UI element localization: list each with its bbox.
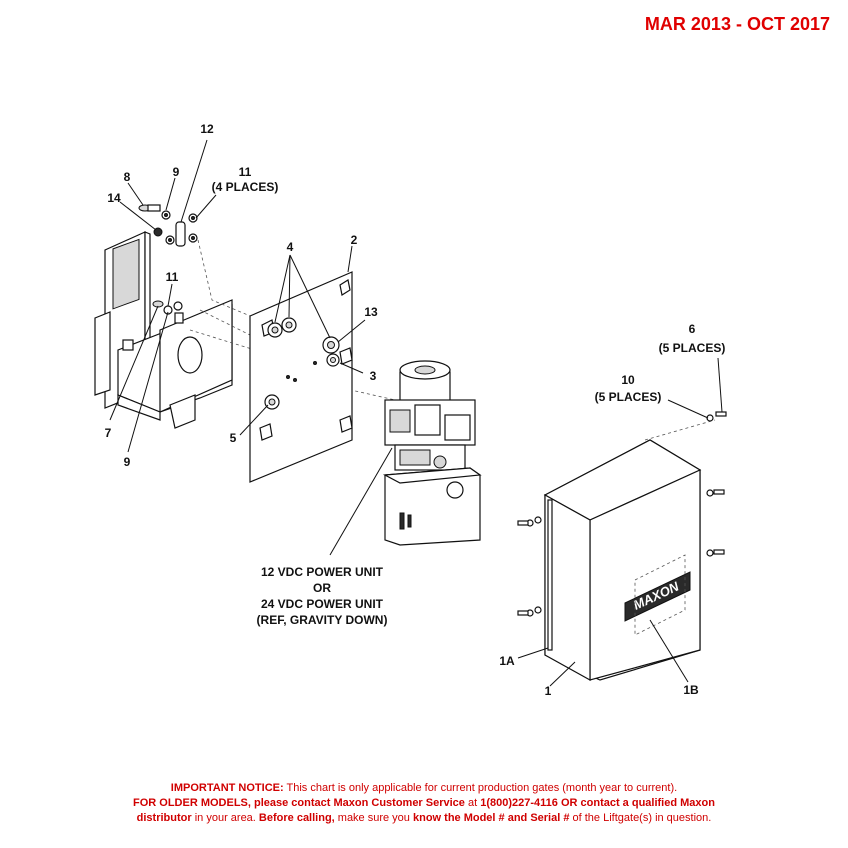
power-unit-label-line3: 24 VDC POWER UNIT: [261, 597, 384, 611]
callout-8: 8: [124, 170, 131, 184]
cover-assembly: MAXON: [517, 411, 727, 682]
callout-labels: 12 8 9 11 (4 PLACES) 14 4 2 11 13 3 7 9 …: [105, 122, 726, 698]
callout-10: 10: [621, 373, 635, 387]
callout-3: 3: [370, 369, 377, 383]
date-range-header: MAR 2013 - OCT 2017: [644, 14, 830, 34]
callout-13: 13: [364, 305, 378, 319]
notice-line-1: IMPORTANT NOTICE: This chart is only app…: [170, 782, 678, 794]
cover-screws-left: [517, 516, 542, 617]
callout-12: 12: [200, 122, 214, 136]
mounting-plate: [249, 271, 353, 483]
callout-1b: 1B: [683, 683, 699, 697]
callout-14: 14: [107, 191, 121, 205]
callout-1a: 1A: [499, 654, 515, 668]
callout-2: 2: [351, 233, 358, 247]
hardware-top: [138, 204, 198, 315]
cover-screws-right: [706, 411, 727, 557]
notice-line-3: distributor in your area. Before calling…: [136, 812, 712, 824]
power-unit-label: 12 VDC POWER UNIT OR 24 VDC POWER UNIT (…: [257, 565, 388, 627]
callout-11-top-qty: (4 PLACES): [212, 180, 279, 194]
power-unit: [382, 360, 482, 546]
callout-7: 7: [105, 426, 112, 440]
callout-9-bottom: 9: [124, 455, 131, 469]
callout-5: 5: [230, 431, 237, 445]
power-unit-label-line4: (REF, GRAVITY DOWN): [257, 613, 388, 627]
callout-1: 1: [545, 684, 552, 698]
callout-4: 4: [287, 240, 294, 254]
callout-6: 6: [689, 322, 696, 336]
notice-line-2: FOR OLDER MODELS, please contact Maxon C…: [133, 797, 715, 809]
callout-11-mid: 11: [166, 270, 179, 284]
leader-lines: [109, 139, 723, 687]
important-notice: IMPORTANT NOTICE: This chart is only app…: [0, 781, 848, 826]
callout-9-top: 9: [173, 165, 180, 179]
mounting-bracket: [94, 231, 233, 429]
callout-10-qty: (5 PLACES): [595, 390, 662, 404]
power-unit-label-line1: 12 VDC POWER UNIT: [261, 565, 384, 579]
callout-6-qty: (5 PLACES): [659, 341, 726, 355]
power-unit-label-line2: OR: [313, 581, 331, 595]
callout-11-top: 11: [239, 165, 252, 179]
